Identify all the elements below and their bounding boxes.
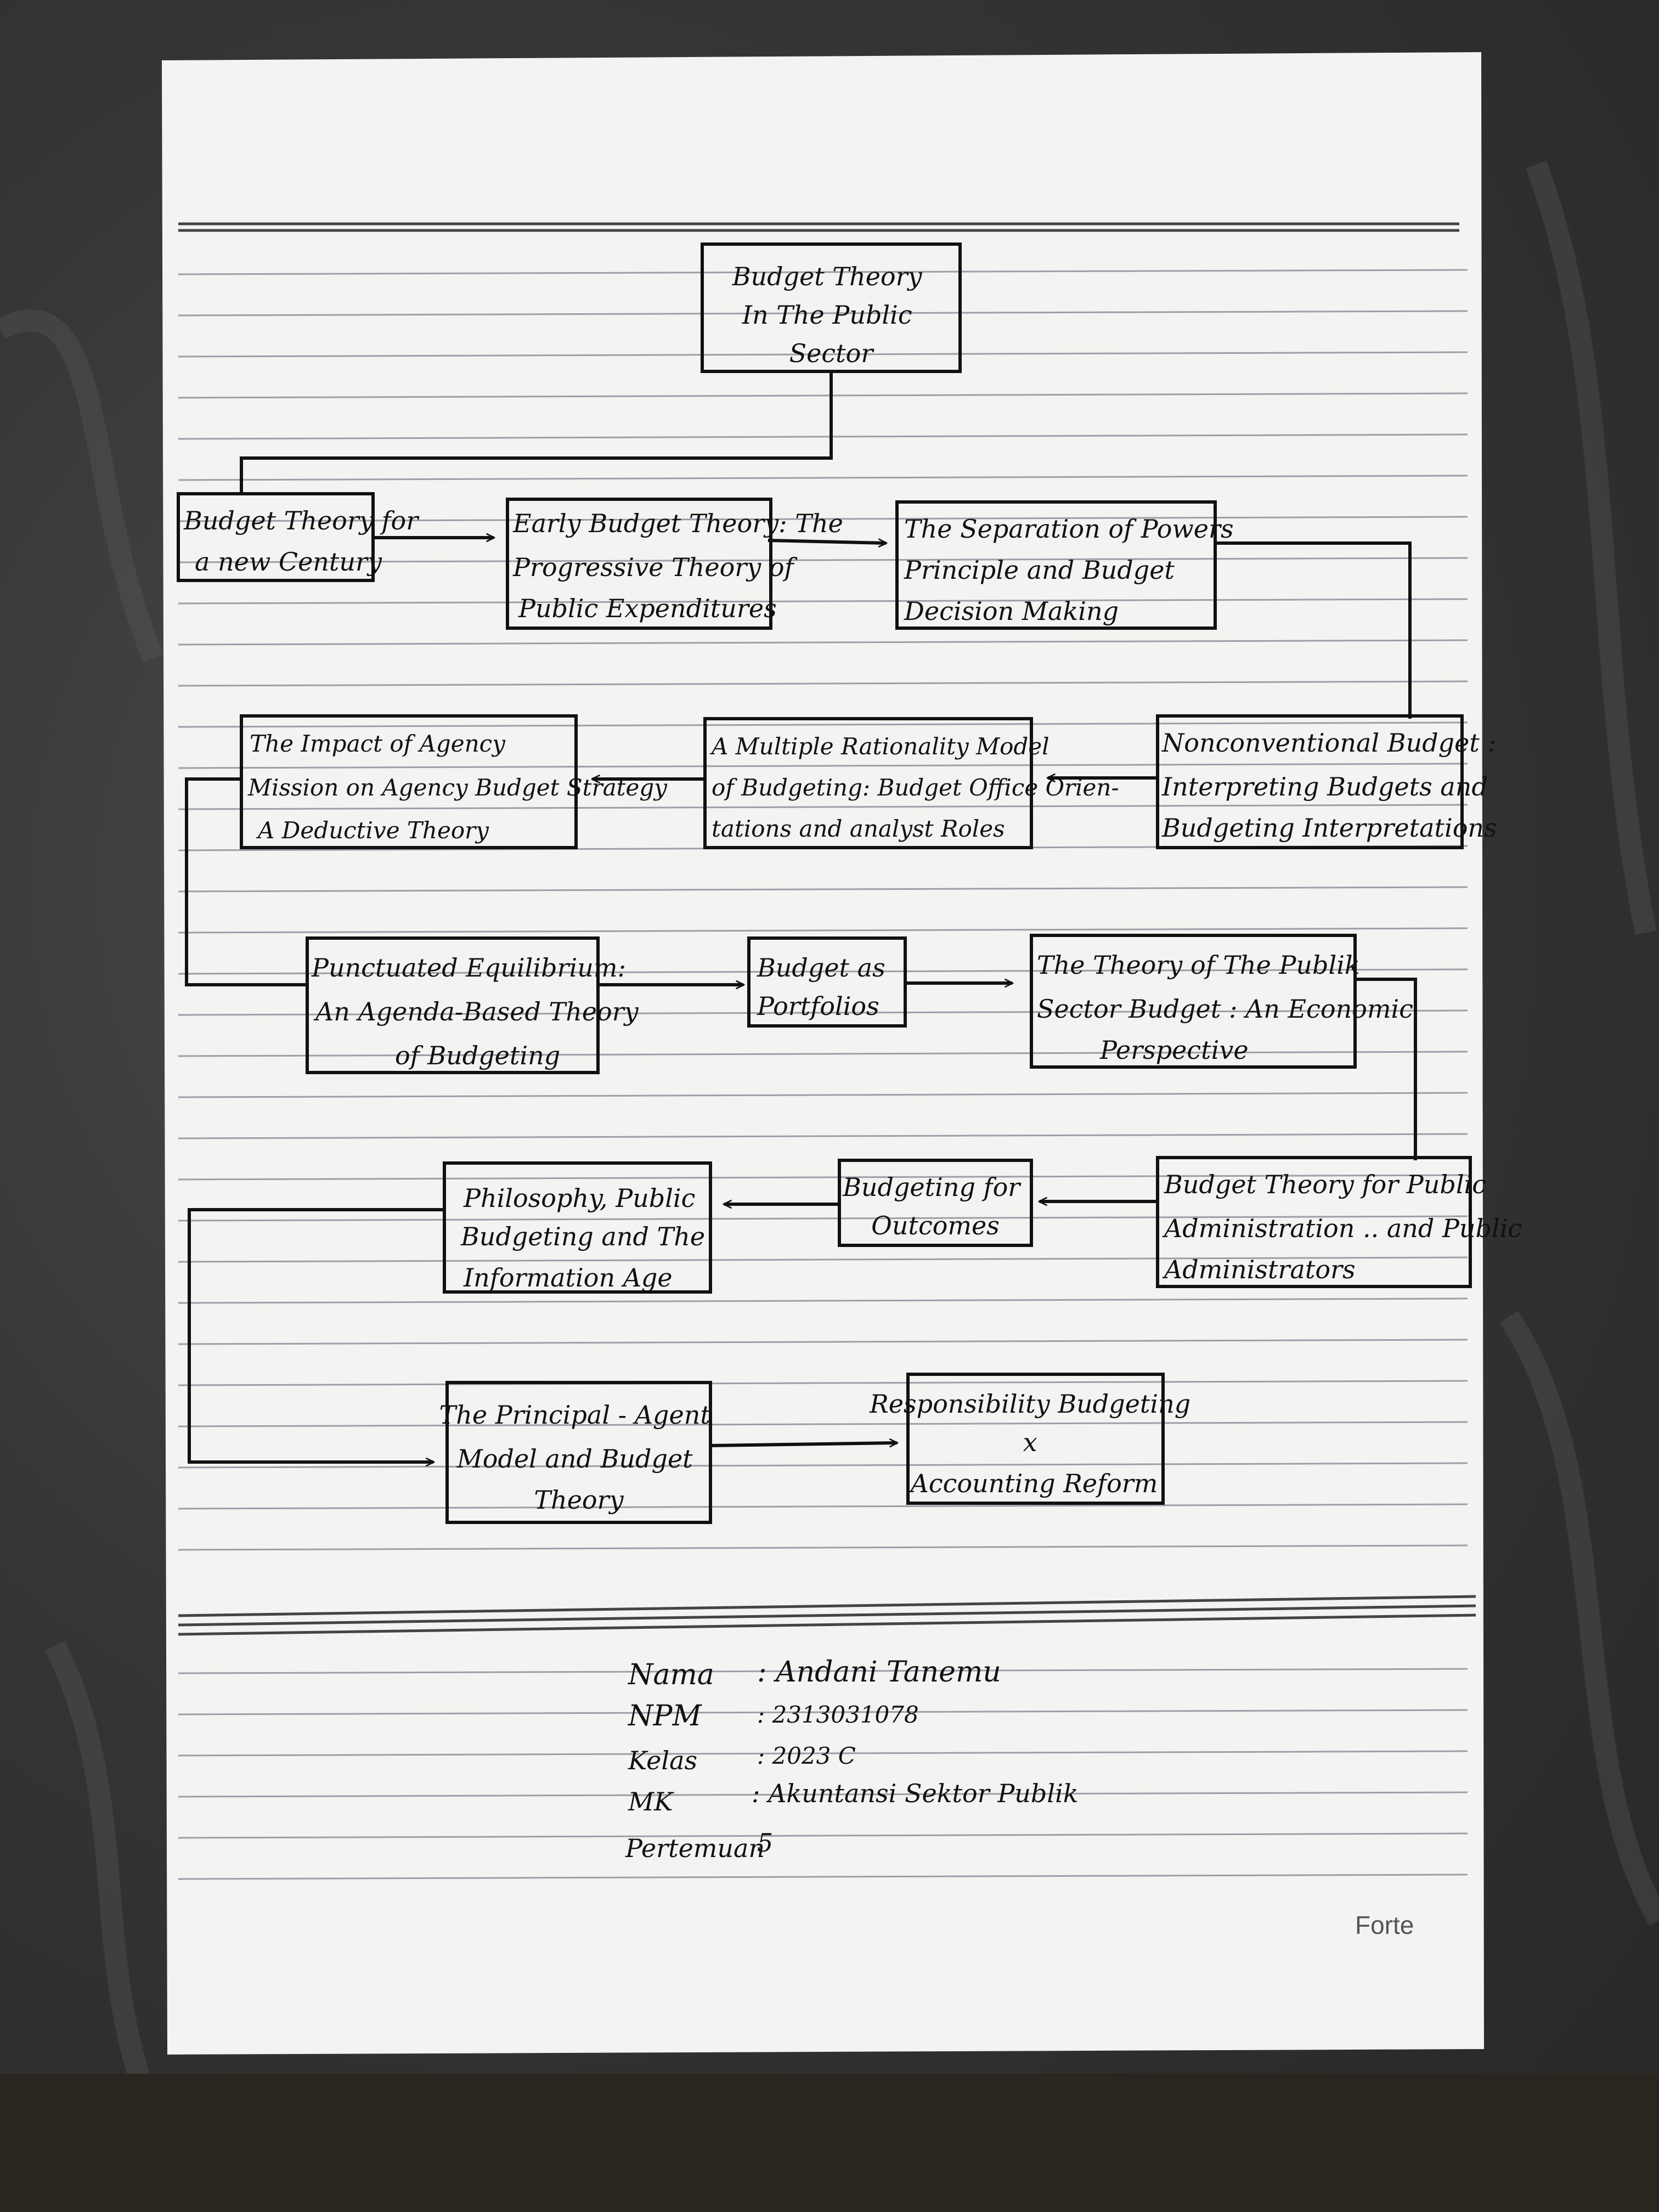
ruled-line	[178, 680, 1468, 687]
ruled-line	[178, 1339, 1468, 1345]
node-n3: The Separation of Powers Principle and B…	[904, 514, 1242, 626]
ruled-line	[178, 1709, 1468, 1716]
box-n3	[895, 500, 1217, 630]
ruled-line	[178, 310, 1468, 317]
ruled-line	[178, 1051, 1468, 1057]
ruled-line	[178, 927, 1468, 934]
ruled-line	[178, 475, 1468, 481]
box-n7	[306, 936, 600, 1074]
ruled-line	[178, 804, 1468, 810]
box-n13	[445, 1381, 712, 1524]
node-root: Budget Theory In The Public Sector	[732, 262, 930, 368]
ruled-line	[178, 763, 1468, 769]
pertemuan-label: Pertemuan	[625, 1833, 765, 1863]
ruled-line	[178, 1380, 1468, 1386]
ruled-line	[178, 1174, 1468, 1181]
ruled-line	[178, 269, 1468, 275]
ruled-line	[178, 721, 1468, 728]
ruled-line	[178, 1462, 1468, 1469]
box-root	[701, 242, 962, 373]
ruled-line	[178, 392, 1468, 399]
student-info: Nama : Andani Tanemu NPM : 2313031078 Ke…	[625, 1656, 1079, 1863]
node-n4: Nonconventional Budget : Interpreting Bu…	[1161, 728, 1504, 843]
node-n9: The Theory of The Publik Sector Budget :…	[1037, 950, 1421, 1065]
header-rule	[178, 222, 1459, 232]
diagram-connectors	[185, 373, 1417, 1462]
root-to-n1-connector	[240, 373, 833, 494]
box-n9	[1030, 934, 1357, 1069]
box-n5	[703, 717, 1033, 849]
n3-to-n4-connector	[1215, 541, 1412, 719]
ruled-line	[178, 1791, 1468, 1798]
node-n8: Budget as Portfolios	[757, 953, 893, 1021]
mk-value: : Akuntansi Sektor Publik	[752, 1779, 1079, 1808]
node-n14: Responsibility Budgeting x Accounting Re…	[869, 1389, 1199, 1498]
box-n8	[747, 936, 907, 1028]
diagram-boxes	[177, 242, 1472, 1524]
node-n12: Philosophy, Public Budgeting and The Inf…	[460, 1183, 713, 1293]
n12-to-n13-arrow	[188, 1208, 444, 1462]
ruled-line	[178, 1215, 1468, 1222]
n6-to-n7-connector	[185, 777, 307, 986]
node-n2: Early Budget Theory: The Progressive The…	[512, 509, 851, 623]
box-n2	[506, 498, 772, 630]
diagram-labels: Budget Theory In The Public Sector Budge…	[183, 262, 1530, 1515]
ruled-line	[178, 886, 1468, 893]
ruled-line	[178, 516, 1468, 522]
node-n7: Punctuated Equilibrium: An Agenda-Based …	[311, 953, 646, 1070]
ruled-line	[178, 1750, 1468, 1757]
npm-value: : 2313031078	[757, 1701, 919, 1728]
box-n4	[1156, 714, 1464, 849]
ruled-line	[178, 1503, 1468, 1510]
ruled-line	[178, 1421, 1468, 1427]
node-n1: Budget Theory for a new Century	[183, 506, 426, 577]
ruled-line	[178, 1544, 1468, 1551]
ruled-line	[178, 557, 1468, 563]
box-n1	[177, 492, 375, 582]
ruled-line	[178, 1133, 1468, 1139]
ruled-line	[178, 968, 1468, 975]
ruled-line	[178, 1832, 1468, 1839]
ruled-lines	[178, 269, 1468, 1880]
footer-rule	[178, 1595, 1476, 1636]
box-n11	[838, 1159, 1033, 1247]
box-n10	[1156, 1156, 1472, 1288]
kelas-label: Kelas	[628, 1746, 697, 1775]
paper-brand-logo: Forte	[1355, 1911, 1414, 1939]
ruled-line	[178, 1009, 1468, 1016]
n13-to-n14-arrow	[710, 1443, 897, 1446]
ruled-line	[178, 598, 1468, 605]
ruled-line	[178, 639, 1468, 646]
kelas-value: : 2023 C	[757, 1742, 856, 1769]
ruled-line	[178, 351, 1468, 358]
ruled-line	[178, 1092, 1468, 1098]
box-n6	[240, 714, 578, 849]
ruled-line	[178, 1256, 1468, 1263]
ruled-line	[178, 1297, 1468, 1304]
node-n10: Budget Theory for Public Administration …	[1162, 1170, 1530, 1284]
node-n13: The Principal - Agent Model and Budget T…	[439, 1400, 719, 1515]
node-n11: Budgeting for Outcomes	[842, 1172, 1028, 1240]
node-n6: The Impact of Agency Mission on Agency B…	[247, 730, 674, 844]
ruled-line	[178, 1668, 1468, 1674]
box-n12	[443, 1161, 712, 1294]
box-n14	[906, 1373, 1165, 1505]
mk-label: MK	[628, 1787, 674, 1816]
floor-strip	[0, 2074, 1659, 2212]
ruled-line	[178, 433, 1468, 440]
n9-to-n10-connector	[1355, 978, 1417, 1160]
n2-to-n3-arrow	[768, 540, 886, 543]
fabric-background	[0, 160, 1659, 2212]
pertemuan-value: 5	[757, 1828, 773, 1858]
node-n5: A Multiple Rationality Model of Budgetin…	[709, 733, 1126, 842]
npm-label: NPM	[627, 1700, 702, 1733]
nama-value: : Andani Tanemu	[757, 1656, 1001, 1689]
ruled-line	[178, 1874, 1468, 1880]
nama-label: Nama	[627, 1658, 714, 1691]
